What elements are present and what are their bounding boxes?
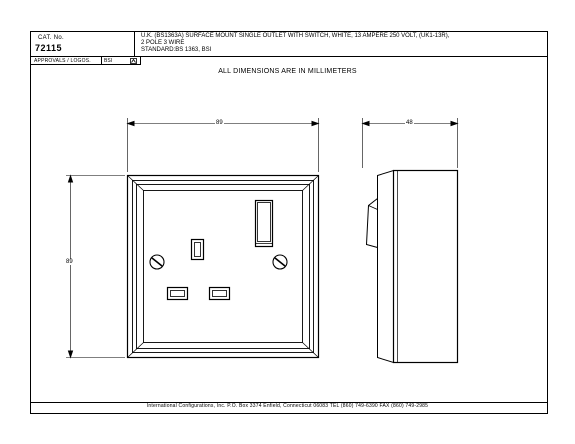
live-pin-socket [166,286,189,301]
bsi-kitemark-icon [130,58,137,64]
front-view [126,174,320,359]
approvals-value: BSI [104,58,113,64]
sheet-border [30,31,548,414]
front-height-dimension [66,174,125,359]
earth-pin-socket [190,238,205,261]
front-width-label: 89 [215,120,224,126]
company-footer: International Configurations, Inc. P.O. … [146,403,429,409]
description-line: U.K. (BS1363A) SURFACE MOUNT SINGLE OUTL… [141,33,450,39]
cat-number-value: 72115 [35,43,63,53]
approvals-label: APPROVALS / LOGOS. [34,58,91,64]
rocker-switch [254,199,274,248]
front-height-label: 89 [65,259,74,265]
neutral-pin-socket [208,286,231,301]
left-screw-icon [149,254,165,270]
dimensions-note: ALL DIMENSIONS ARE IN MILLIMETERS [218,68,357,75]
description-line: 2 POLE 3 WIRE [141,40,185,46]
product-description: U.K. (BS1363A) SURFACE MOUNT SINGLE OUTL… [141,33,511,54]
side-view [365,169,459,364]
description-line: STANDARD:BS 1363, BSI [141,47,212,53]
side-depth-label: 48 [405,120,414,126]
front-width-dimension [126,118,320,172]
cat-number-label: CAT. No. [38,35,64,41]
right-screw-icon [272,254,288,270]
approval-box [30,56,141,65]
